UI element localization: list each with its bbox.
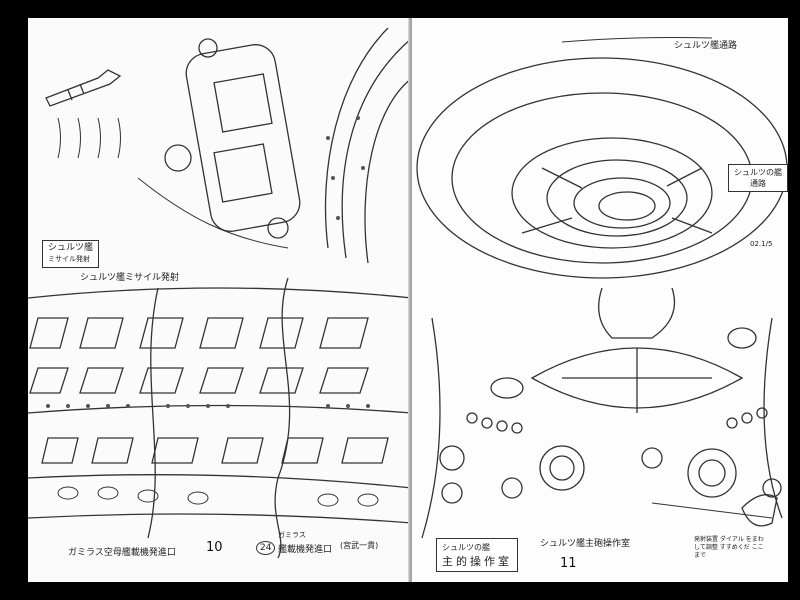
box-label-line1: シュルツの艦 <box>442 543 490 552</box>
missile-box-label: シュルツ艦 ミサイル発射 <box>42 240 100 268</box>
missile-launcher-frame <box>164 38 301 239</box>
caption-top: シュルツ艦ミサイル発射 <box>80 273 180 283</box>
corridor-tunnel <box>416 37 788 279</box>
missile-bay-sketch <box>28 27 412 559</box>
window-rows <box>28 277 412 559</box>
caption-bottom: シュルツ艦主砲操作室 <box>540 539 631 549</box>
date-note: 02.1/5 <box>750 240 773 248</box>
box-label-line1: シュルツ艦 <box>48 243 94 253</box>
rivet-dots <box>46 116 370 408</box>
hull-edge <box>341 37 412 259</box>
caption-bottom: ガミラス空母艦載機発進口 <box>68 548 176 558</box>
circled-number: 24 <box>256 541 276 555</box>
box-label-line2: 通路 <box>750 179 766 188</box>
book-spine <box>408 18 414 582</box>
hull-edge <box>364 77 412 264</box>
main-viewport <box>530 347 744 409</box>
side-note: 発射装置 ダイアル をまわして調整 すすめくだ ここまで <box>694 536 764 559</box>
hull-edge <box>324 27 389 249</box>
hull-ribs <box>57 117 289 249</box>
control-room <box>421 287 783 539</box>
small-note: ガミラス <box>278 531 306 539</box>
ellipse-ports <box>57 486 379 507</box>
page-number: 11 <box>560 556 577 571</box>
caption-top: シュルツ艦通路 <box>674 41 738 51</box>
left-page: シュルツ艦 ミサイル発射 シュルツ艦ミサイル発射 ガミラス空母艦載機発進口 10… <box>28 18 412 582</box>
signature: (宮武一貴) <box>340 541 379 550</box>
page-number: 10 <box>206 540 223 555</box>
note-caption: 艦載機発進口 <box>278 545 333 555</box>
corridor-and-control-room-sketch <box>416 37 788 539</box>
corridor-box-label: シュルツの艦 通路 <box>728 164 788 192</box>
box-label-line2: 主的操作室 <box>442 555 512 568</box>
missile-drawing <box>45 69 122 107</box>
control-room-box-label: シュルツの艦 主的操作室 <box>436 538 518 572</box>
right-page: シュルツ艦通路 シュルツの艦 通路 02.1/5 シュルツの艦 主的操作室 シュ… <box>412 18 788 582</box>
box-label-line1: シュルツの艦 <box>734 168 782 177</box>
box-label-line2: ミサイル発射 <box>48 255 90 263</box>
